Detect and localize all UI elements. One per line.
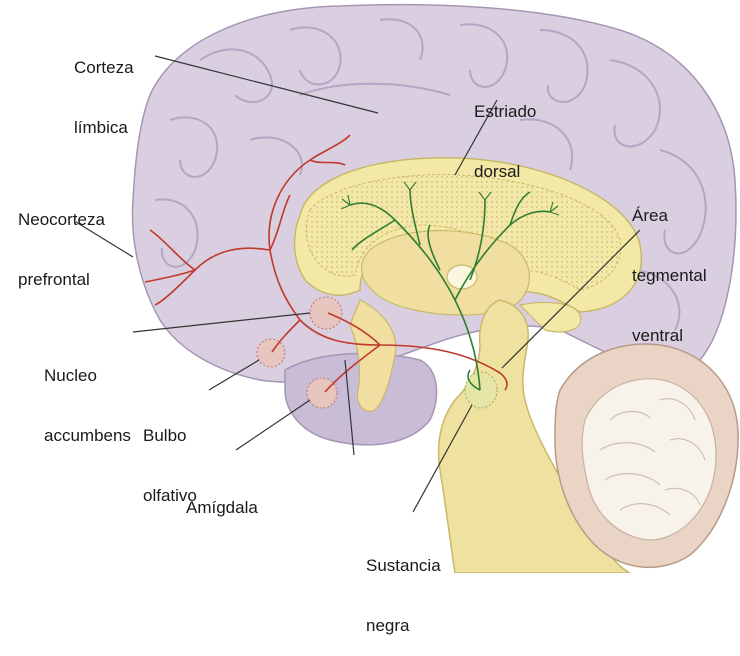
label-line: Amígdala xyxy=(186,498,258,517)
leader-area-tegmental-ventral xyxy=(501,229,641,369)
label-line: negra xyxy=(366,616,410,635)
label-line: Corteza xyxy=(74,58,134,77)
label-line: olfativo xyxy=(143,486,197,505)
nigrostriatal-dopamine-pathway xyxy=(349,189,551,391)
label-line: Bulbo xyxy=(143,426,187,445)
amygdala-region xyxy=(306,377,338,409)
leader-extra xyxy=(344,359,355,456)
label-line: Sustancia xyxy=(366,556,441,575)
nucleus-accumbens-region xyxy=(309,296,343,330)
thalamic-nucleus xyxy=(446,264,478,290)
label-line: Área xyxy=(632,206,668,225)
label-line: Neocorteza xyxy=(18,210,105,229)
leader-estriado-dorsal xyxy=(454,99,498,176)
midbrain-tectum xyxy=(518,301,582,333)
label-line: Nucleo xyxy=(44,366,97,385)
label-line: accumbens xyxy=(44,426,131,445)
thalamus xyxy=(361,229,530,316)
olfactory-bulb-region xyxy=(256,338,286,368)
mesolimbic-dopamine-pathway xyxy=(144,134,508,393)
label-bulbo-olfativo: Bulbo olfativo xyxy=(143,386,197,526)
dopamine-terminals xyxy=(340,181,560,216)
brain-diagram: Corteza límbica Estriado dorsal Neocorte… xyxy=(18,3,739,635)
brain-sagittal-illustration xyxy=(75,3,739,573)
cerebellar-folia xyxy=(599,398,706,516)
hypothalamus xyxy=(349,299,397,412)
label-line: límbica xyxy=(74,118,128,137)
label-sustancia-negra: Sustancia negra xyxy=(366,516,441,656)
label-nucleo-accumbens: Nucleo accumbens xyxy=(44,326,131,466)
label-estriado-dorsal: Estriado dorsal xyxy=(474,62,536,202)
leader-corteza-limbica xyxy=(154,55,379,114)
label-neocorteza-prefrontal: Neocorteza prefrontal xyxy=(18,170,105,310)
leader-amigdala xyxy=(235,399,311,451)
substantia-nigra-region xyxy=(464,371,498,409)
label-line: ventral xyxy=(632,326,684,345)
leader-neocorteza-prefrontal xyxy=(75,221,134,258)
striatum-dotted-region xyxy=(305,174,622,291)
label-line: Estriado xyxy=(474,102,537,121)
leader-nucleo-accumbens xyxy=(132,312,311,333)
label-line: tegmental xyxy=(632,266,707,285)
label-amigdala: Amígdala xyxy=(186,458,258,538)
cerebellar-arbor xyxy=(581,378,717,541)
label-corteza-limbica: Corteza límbica xyxy=(74,18,134,158)
label-area-tegmental-ventral: Área tegmental ventral xyxy=(632,166,707,366)
leader-sustancia-negra xyxy=(412,404,473,513)
leader-bulbo-olfativo xyxy=(208,359,260,391)
label-line: dorsal xyxy=(474,162,521,181)
leader-lines xyxy=(75,55,641,513)
label-line: prefrontal xyxy=(18,270,90,289)
